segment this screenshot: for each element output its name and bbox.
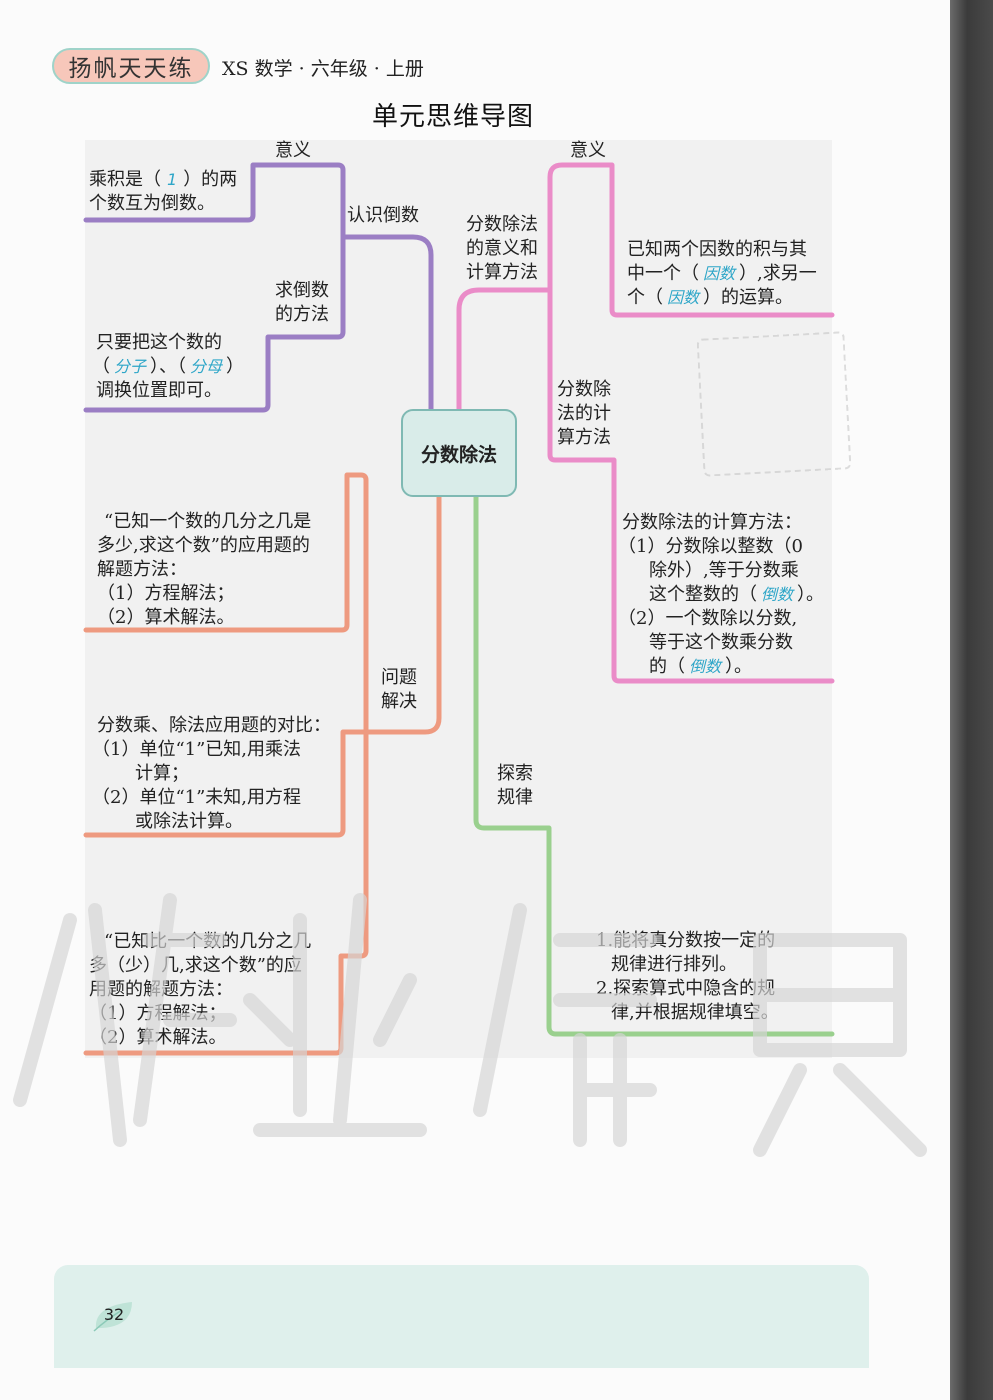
division-meaning-line-3: 个（因数）的运算。 [627, 286, 793, 310]
pattern-branch-label-1: 探索 [497, 763, 533, 784]
answer-factor-2: 因数 [667, 288, 700, 307]
central-node: 分数除法 [401, 409, 517, 497]
map-title: 单元思维导图 [372, 102, 535, 132]
branch-line-problem-item2 [83, 729, 369, 838]
reciprocal-method-label-2: 的方法 [275, 304, 329, 325]
division-calc-line-5: （2）一个数除以分数, [618, 608, 798, 629]
mind-map-lines [83, 162, 835, 1056]
division-calc-line-7: 的（倒数）。 [649, 655, 752, 679]
division-meaning-line-1: 已知两个因数的积与其 [627, 239, 807, 260]
branch-line-problem [363, 494, 442, 735]
leaf-icon [93, 1302, 132, 1332]
page-number: 32 [103, 1305, 125, 1324]
pattern-line-4: 律,并根据规律填空。 [611, 1002, 779, 1023]
pattern-branch-label-2: 规律 [497, 787, 533, 808]
branch-line-reciprocal-method [83, 234, 346, 413]
book-info: XS 数学 · 六年级 · 上册 [222, 58, 424, 80]
mind-map-area [85, 140, 832, 1058]
text-fragment: ）,求另一 [739, 263, 817, 284]
answer-1: 1 [167, 170, 178, 189]
series-title: 扬帆天天练 [68, 56, 194, 82]
division-meaning-line-2: 中一个（因数）,求另一 [627, 262, 817, 286]
division-branch-label-1: 分数除法 [466, 214, 538, 235]
division-calc-line-6: 等于这个数乘分数 [649, 632, 793, 653]
text-fragment: 这个整数的（ [649, 584, 757, 605]
branch-line-division-meaning [547, 162, 835, 318]
division-meaning-label: 意义 [570, 140, 606, 161]
answer-numerator: 分子 [114, 357, 147, 376]
division-calc-label-1: 分数除 [557, 379, 611, 400]
page-number-badge: 32 [92, 1298, 136, 1332]
watermark-stamp [696, 331, 852, 477]
reciprocal-meaning-label: 意义 [275, 140, 311, 161]
problem-item3-line-2: 多（少）几,求这个数”的应 [89, 955, 302, 976]
branch-line-problem-item1 [83, 472, 369, 735]
problem-branch-label-2: 解决 [381, 691, 417, 712]
problem-item1-line-2: 多少,求这个数”的应用题的 [97, 535, 310, 556]
problem-item1-line-3: 解题方法： [97, 559, 187, 580]
division-calc-line-2: （1）分数除以整数（0 [618, 536, 803, 557]
central-label: 分数除法 [420, 443, 497, 466]
problem-item1-line-1: “已知一个数的几分之几是 [104, 511, 312, 532]
answer-reciprocal-1: 倒数 [761, 585, 794, 604]
problem-item2-line-1: 分数乘、除法应用题的对比： [97, 715, 331, 736]
reciprocal-meaning-line-1: 乘积是（ 1 ）的两 [89, 168, 237, 192]
text-fragment: ）。 [797, 584, 825, 605]
division-calc-line-1: 分数除法的计算方法： [622, 512, 802, 533]
reciprocal-method-line-1: 只要把这个数的 [96, 332, 222, 353]
text-fragment: 中一个（ [627, 263, 699, 284]
branch-line-division [456, 287, 553, 414]
division-branch-label-2: 的意义和 [466, 238, 538, 259]
pattern-line-2: 规律进行排列。 [611, 954, 737, 975]
book-spine-shadow [950, 0, 993, 1400]
text-fragment: 的（ [649, 656, 685, 677]
problem-branch-label-1: 问题 [381, 667, 417, 688]
answer-reciprocal-2: 倒数 [689, 657, 722, 676]
reciprocal-meaning-line-2: 个数互为倒数。 [89, 193, 215, 214]
answer-denominator: 分母 [190, 357, 223, 376]
text-fragment: 乘积是（ [89, 169, 161, 190]
text-fragment: ）的运算。 [703, 287, 794, 308]
workbook-page: 扬帆天天练 XS 数学 · 六年级 · 上册 单元思维导图 分数除法 认识倒数 … [0, 0, 950, 1400]
reciprocal-method-label-1: 求倒数 [275, 280, 329, 301]
problem-item2-line-3: 计算； [135, 763, 189, 784]
series-badge: 扬帆天天练 [52, 48, 210, 84]
problem-item2-line-4: （2）单位“1”未知,用方程 [92, 787, 302, 808]
branch-line-pattern [473, 494, 835, 1037]
text-fragment: 个（ [627, 287, 663, 308]
branch-line-reciprocal-meaning [83, 162, 346, 240]
watermark-overlay [13, 893, 927, 1157]
text-fragment: ）的两 [183, 169, 238, 190]
branch-line-reciprocal [340, 234, 434, 414]
answer-factor-1: 因数 [703, 264, 736, 283]
division-calc-line-3: 除外）,等于分数乘 [649, 560, 799, 581]
reciprocal-method-line-3: 调换位置即可。 [96, 380, 222, 401]
branch-line-division-calc [547, 287, 835, 684]
reciprocal-branch-label: 认识倒数 [347, 205, 419, 226]
division-calc-label-2: 法的计 [557, 403, 611, 424]
text-fragment: ）。 [725, 656, 753, 677]
problem-item1-line-4: （1）方程解法； [97, 583, 235, 604]
problem-item2-line-5: 或除法计算。 [135, 811, 243, 832]
division-calc-label-3: 算方法 [557, 427, 611, 448]
reciprocal-method-line-2: （分子）、（分母） [92, 356, 245, 377]
problem-item1-line-5: （2）算术解法。 [97, 607, 235, 628]
division-branch-label-3: 计算方法 [466, 262, 538, 283]
division-calc-line-4: 这个整数的（倒数）。 [649, 583, 824, 607]
problem-item2-line-2: （1）单位“1”已知,用乘法 [92, 739, 302, 760]
branch-line-problem-item3 [83, 729, 369, 1056]
footer-band [54, 1265, 869, 1368]
